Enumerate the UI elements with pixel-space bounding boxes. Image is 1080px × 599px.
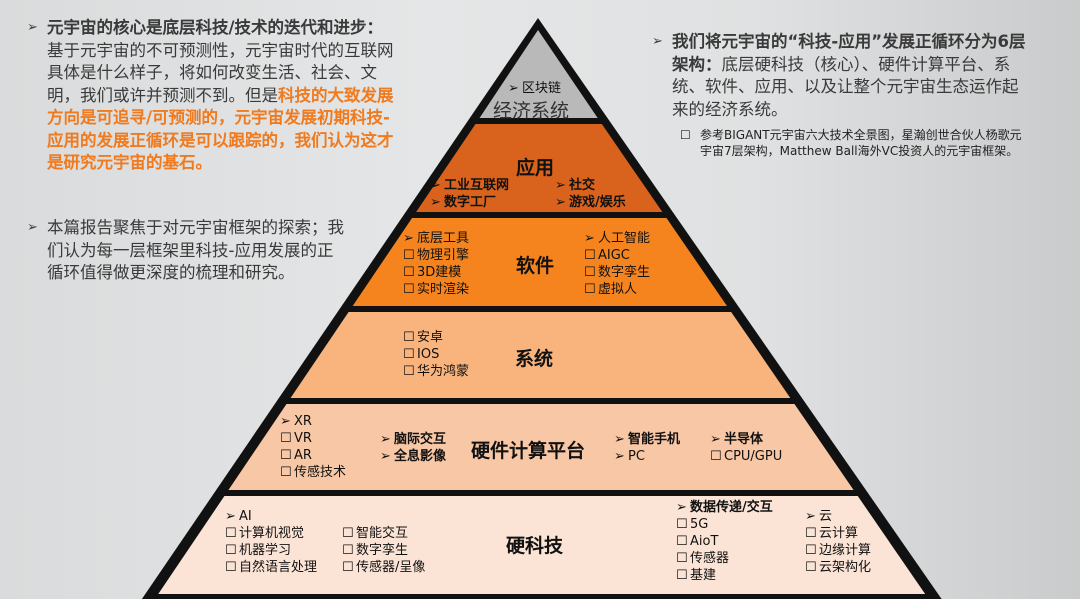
software-col2: 人工智能AIGC数字孪生虚拟人 <box>584 230 650 298</box>
arrow-bullet-icon: ➢ <box>652 34 663 49</box>
hardware-col3: 智能手机PC <box>614 431 680 465</box>
layer-title-system: 系统 <box>515 348 554 370</box>
application-col1: 工业互联网数字工厂 <box>430 177 509 211</box>
layer-title-application: 应用 <box>516 157 555 179</box>
system-items: 安卓IOS华为鸿蒙 <box>403 329 469 380</box>
arrow-bullet-icon: ➢ <box>27 20 38 35</box>
application-col2: 社交游戏/娱乐 <box>555 177 626 211</box>
software-col1: 底层工具物理引擎3D建模实时渲染 <box>403 230 469 298</box>
layer-title-software: 软件 <box>516 255 555 277</box>
hardware-col2: 脑际交互全息影像 <box>380 431 446 465</box>
hardware-xr: XRVRAR传感技术 <box>280 413 346 481</box>
layer-hardware <box>228 404 854 490</box>
arrow-bullet-icon: ➢ <box>27 220 38 235</box>
hardtech-ai: AI计算机视觉机器学习自然语言处理 <box>225 508 317 576</box>
hardtech-ai2: 智能交互数字孪生传感器/呈像 <box>342 525 425 576</box>
right-note: ☐ 参考BIGANT元宇宙六大技术全景图，星瀚创世合伙人杨歌元宇宙7层架构，Ma… <box>680 128 1022 158</box>
square-bullet-icon: ☐ <box>680 128 691 142</box>
right-bullet-1: ➢ 我们将元宇宙的“科技-应用”发展正循环分为6层架构：底层硬科技（核心）、硬件… <box>652 32 1026 119</box>
layer-title-hardware: 硬件计算平台 <box>471 440 586 462</box>
left-bullet-2: ➢ 本篇报告聚焦于对元宇宙框架的探索；我们认为每一层框架里科技-应用发展的正循环… <box>27 218 344 282</box>
layer-title-economy: 经济系统 <box>493 100 570 122</box>
left-bullet-1: ➢ 元宇宙的核心是底层科技/技术的迭代和进步：基于元宇宙的不可预测性，元宇宙时代… <box>27 18 394 172</box>
hardtech-data: 数据传递/交互5GAioT传感器基建 <box>676 499 773 584</box>
hardtech-cloud: 云云计算边缘计算云架构化 <box>805 508 871 576</box>
hardware-semi: 半导体CPU/GPU <box>710 431 782 465</box>
layer-title-hardtech: 硬科技 <box>506 535 564 557</box>
economy-items: 区块链 <box>508 80 561 97</box>
